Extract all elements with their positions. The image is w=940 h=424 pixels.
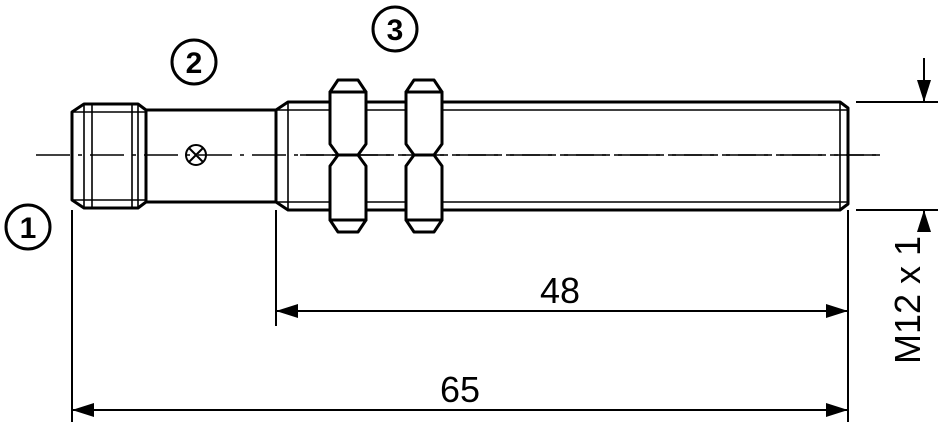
dimension-overall-length: 65 xyxy=(72,369,848,417)
hex-nut-2 xyxy=(404,78,444,234)
dimension-label-thread-spec: M12 x 1 xyxy=(887,236,928,364)
dimension-label-48: 48 xyxy=(540,270,580,311)
hex-nut-1 xyxy=(328,78,368,234)
callout-3-label: 3 xyxy=(387,14,404,47)
led-indicator-icon xyxy=(185,144,207,166)
dimension-label-65: 65 xyxy=(440,369,480,410)
housing-neck xyxy=(144,108,278,204)
dimension-thread-length: 48 xyxy=(276,270,848,318)
callout-2-label: 2 xyxy=(186,47,203,80)
callout-1-label: 1 xyxy=(20,212,37,245)
callout-1: 1 xyxy=(4,203,52,251)
dimension-thread-diameter: M12 x 1 xyxy=(887,58,931,364)
callout-2: 2 xyxy=(170,38,218,86)
threaded-body xyxy=(274,100,850,212)
callout-3: 3 xyxy=(371,5,419,53)
connector-section xyxy=(70,102,148,210)
